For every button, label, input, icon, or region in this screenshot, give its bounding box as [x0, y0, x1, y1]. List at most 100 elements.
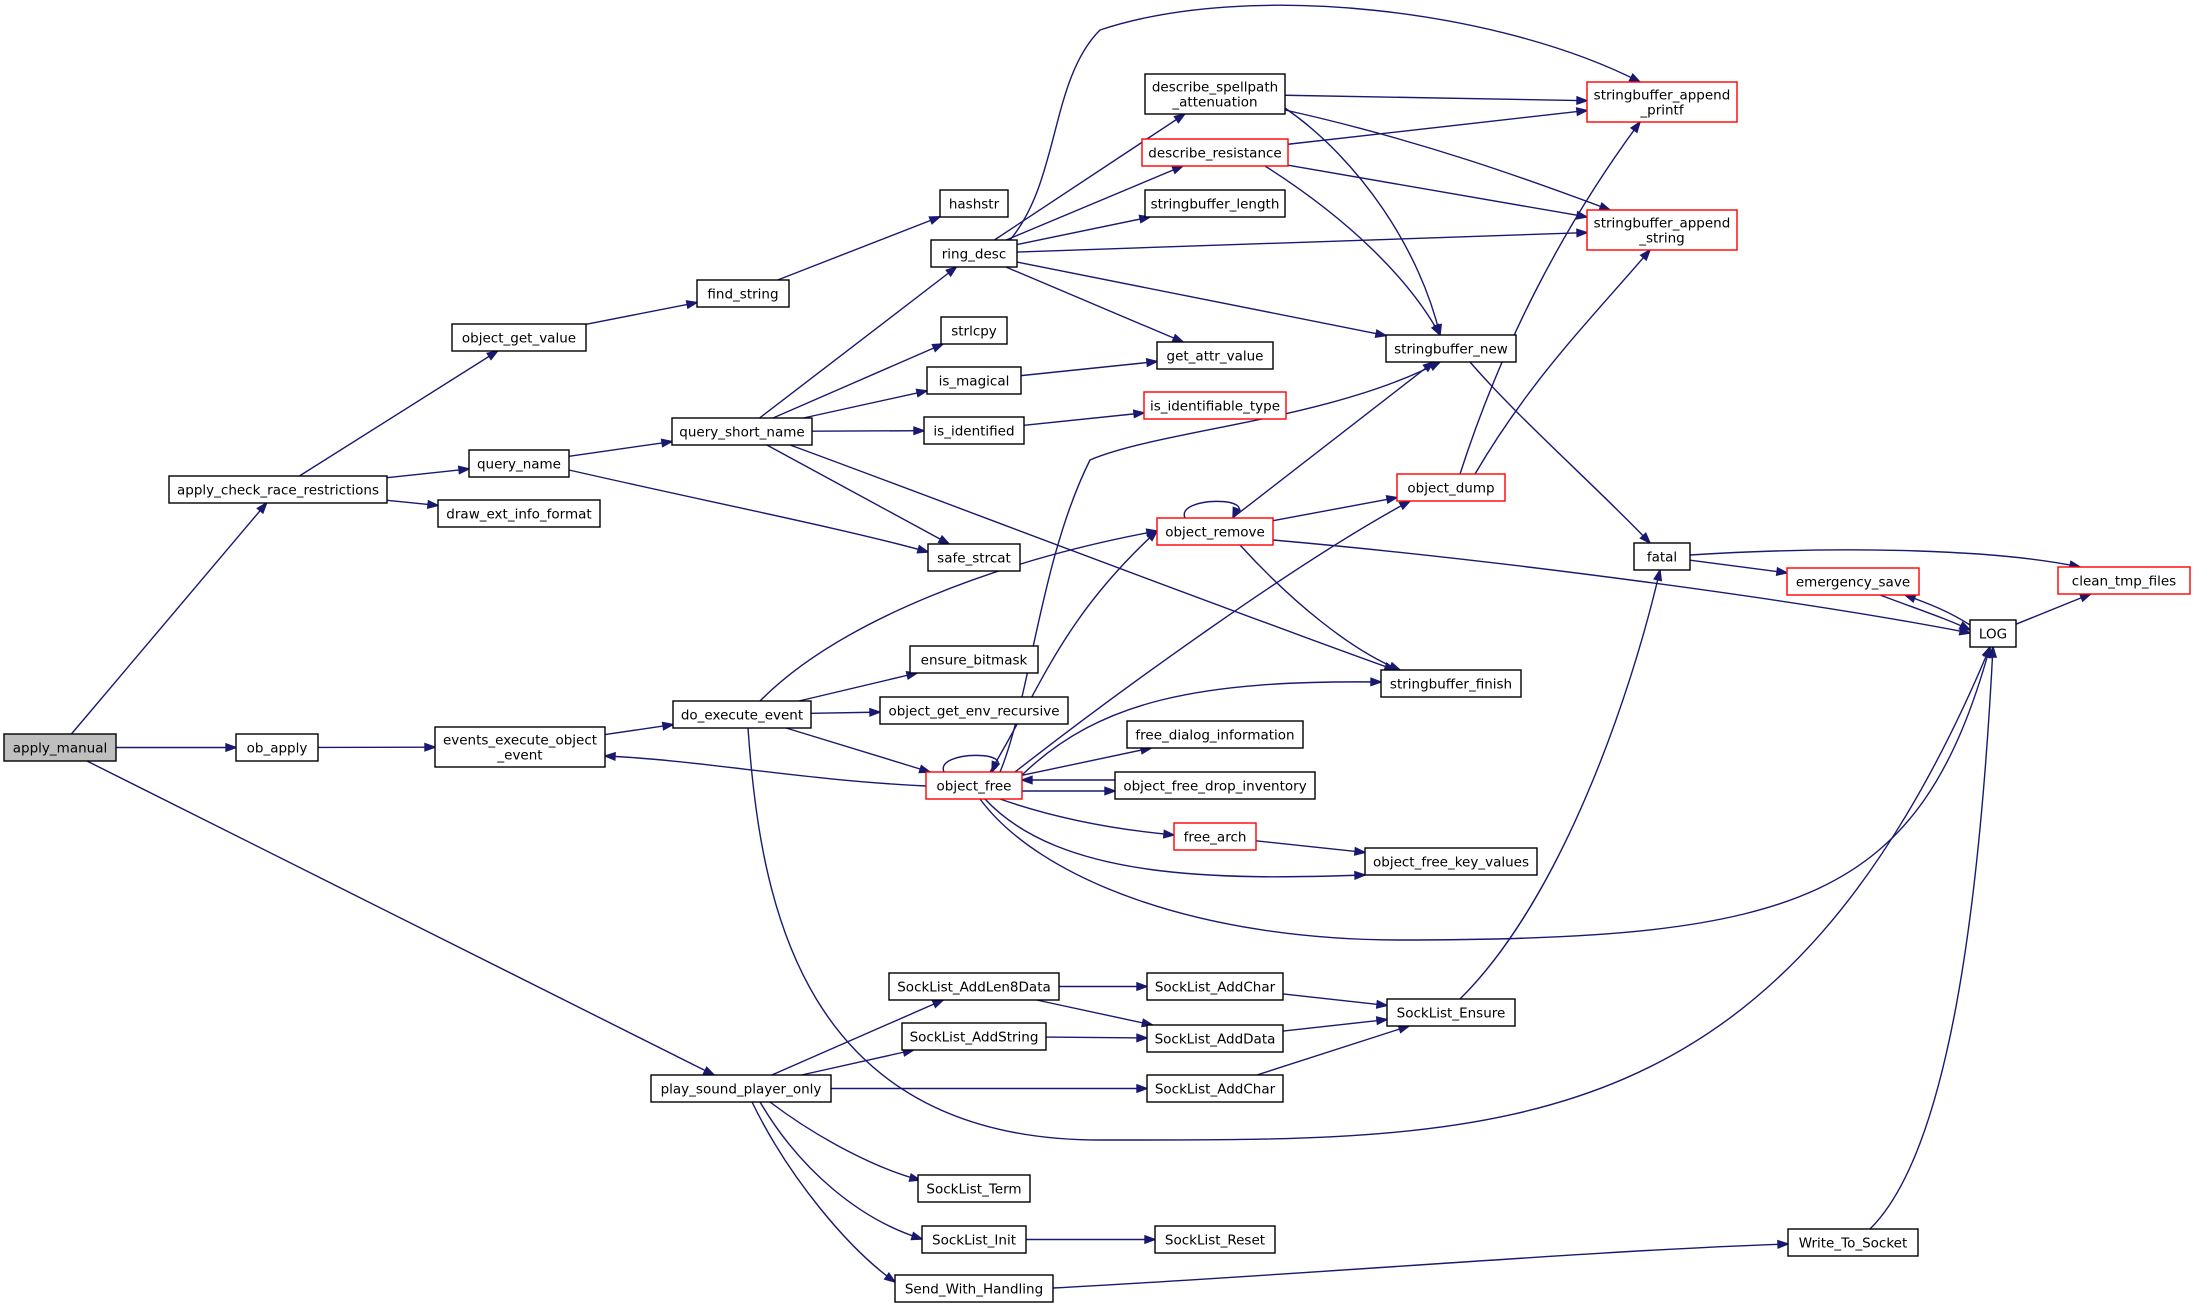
node-socklist-reset[interactable]: SockList_Reset — [1154, 1225, 1276, 1254]
edge-ring_desc-to-stringbuffer_length — [1016, 214, 1152, 246]
edge-line — [1284, 94, 1588, 102]
node-label: hashstr — [949, 197, 1000, 213]
node-label: ensure_bitmask — [921, 653, 1028, 669]
edge-line — [772, 343, 944, 419]
node-write-to-socket[interactable]: Write_To_Socket — [1787, 1228, 1919, 1257]
node-label: stringbuffer_finish — [1390, 677, 1512, 693]
node-label: _event — [496, 748, 542, 764]
node-box — [696, 279, 790, 308]
node-stringbuffer-append-string[interactable]: stringbuffer_append_string — [1586, 209, 1738, 251]
edge-line — [1016, 216, 1151, 246]
node-stringbuffer-append-printf[interactable]: stringbuffer_append_printf — [1586, 81, 1738, 123]
node-label: object_get_value — [462, 331, 576, 347]
node-safe-strcat[interactable]: safe_strcat — [927, 543, 1021, 572]
node-describe-spellpath-attenuation[interactable]: describe_spellpath_attenuation — [1144, 73, 1286, 115]
node-socklist-addlen8data[interactable]: SockList_AddLen8Data — [888, 972, 1060, 1001]
node-hashstr[interactable]: hashstr — [939, 189, 1009, 218]
edges-layer — [70, 4, 2093, 1289]
node-label: Send_With_Handling — [905, 1282, 1043, 1298]
node-is-magical[interactable]: is_magical — [926, 366, 1022, 395]
node-label: get_attr_value — [1167, 349, 1264, 365]
node-stringbuffer-finish[interactable]: stringbuffer_finish — [1380, 669, 1522, 698]
edge-line — [1016, 231, 1588, 253]
node-object-dump[interactable]: object_dump — [1396, 473, 1506, 502]
edge-line — [1021, 747, 1152, 777]
node-object-get-value[interactable]: object_get_value — [451, 323, 587, 352]
edge-events_execute_object_event-to-do_execute_event — [604, 721, 676, 736]
node-free-arch[interactable]: free_arch — [1173, 822, 1257, 851]
node-object-remove[interactable]: object_remove — [1156, 517, 1274, 546]
node-describe-resistance[interactable]: describe_resistance — [1141, 138, 1289, 167]
node-events-execute-object-event[interactable]: events_execute_object_event — [434, 726, 606, 768]
edge-object_free-to-stringbuffer_finish — [1021, 677, 1384, 776]
node-ensure-bitmask[interactable]: ensure_bitmask — [909, 645, 1039, 674]
edge-object_free_drop_inventory-to-object_free — [1019, 775, 1115, 785]
edge-ring_desc-to-get_attr_value — [1005, 266, 1186, 343]
node-apply-manual[interactable]: apply_manual — [3, 733, 117, 762]
node-socklist-term[interactable]: SockList_Term — [917, 1174, 1031, 1203]
edge-line — [1282, 993, 1388, 1007]
edge-arrowhead — [486, 349, 500, 361]
node-socklist-adddata[interactable]: SockList_AddData — [1146, 1024, 1284, 1053]
node-label: SockList_Reset — [1165, 1233, 1265, 1249]
node-socklist-addstring[interactable]: SockList_AddString — [901, 1022, 1047, 1051]
edge-do_execute_event-to-object_free — [785, 727, 932, 774]
edge-line — [984, 798, 1366, 878]
node-object-free[interactable]: object_free — [925, 771, 1023, 800]
edge-line — [1020, 360, 1158, 377]
node-do-execute-event[interactable]: do_execute_event — [672, 700, 812, 729]
edge-line — [1009, 4, 1641, 241]
node-label: SockList_AddChar — [1155, 980, 1276, 996]
node-socklist-ensure[interactable]: SockList_Ensure — [1386, 998, 1516, 1027]
node-find-string[interactable]: find_string — [696, 279, 790, 308]
edge-object_remove-to-object_dump — [1272, 495, 1400, 522]
node-apply-check-race-restrictions[interactable]: apply_check_race_restrictions — [168, 475, 388, 504]
node-label: strlcpy — [951, 324, 997, 340]
node-emergency-save[interactable]: emergency_save — [1786, 567, 1920, 596]
node-object-free-drop-inventory[interactable]: object_free_drop_inventory — [1114, 771, 1316, 800]
node-object-free-key-values[interactable]: object_free_key_values — [1364, 847, 1538, 876]
edge-arrowhead — [918, 764, 932, 774]
node-socklist-addchar-b[interactable]: SockList_AddChar — [1146, 1074, 1284, 1103]
node-label: describe_spellpath — [1152, 80, 1278, 96]
edge-arrowhead — [1639, 248, 1652, 262]
node-stringbuffer-length[interactable]: stringbuffer_length — [1144, 189, 1286, 218]
edge-arrowhead — [1422, 360, 1436, 373]
node-box — [1146, 1024, 1284, 1053]
node-stringbuffer-new[interactable]: stringbuffer_new — [1385, 334, 1517, 363]
node-clean-tmp-files[interactable]: clean_tmp_files — [2057, 566, 2191, 595]
edge-SockList_AddData-to-SockList_Ensure — [1282, 1016, 1390, 1032]
edge-query_name-to-query_short_name — [568, 438, 675, 458]
node-ring-desc[interactable]: ring_desc — [930, 239, 1018, 268]
node-send-with-handling[interactable]: Send_With_Handling — [894, 1274, 1054, 1303]
edge-line — [789, 444, 1396, 671]
node-label: query_short_name — [679, 425, 804, 441]
edge-arrowhead — [869, 707, 883, 717]
node-box — [927, 543, 1021, 572]
node-socklist-addchar-a[interactable]: SockList_AddChar — [1146, 972, 1284, 1001]
node-log[interactable]: LOG — [1969, 619, 2017, 648]
edge-object_free-to-object_remove — [989, 529, 1159, 773]
edge-line — [1282, 1018, 1388, 1032]
edge-object_free-to-object_free_key_values — [984, 798, 1368, 880]
node-is-identified[interactable]: is_identified — [923, 416, 1025, 445]
edge-query_short_name-to-strlcpy — [772, 343, 945, 419]
node-query-short-name[interactable]: query_short_name — [671, 417, 813, 446]
node-label: _printf — [1639, 103, 1684, 119]
node-query-name[interactable]: query_name — [468, 449, 570, 478]
edge-arrowhead — [931, 999, 946, 1009]
edge-apply_manual-to-ob_apply — [116, 742, 239, 753]
edge-line — [568, 440, 673, 458]
edge-play_sound_player_only-to-Send_With_Handling — [751, 1101, 897, 1284]
node-socklist-init[interactable]: SockList_Init — [921, 1225, 1027, 1254]
edge-arrowhead — [910, 1231, 924, 1241]
node-get-attr-value[interactable]: get_attr_value — [1156, 341, 1274, 370]
node-is-identifiable-type[interactable]: is_identifiable_type — [1143, 391, 1287, 420]
node-fatal[interactable]: fatal — [1633, 542, 1691, 571]
node-object-get-env-recursive[interactable]: object_get_env_recursive — [879, 696, 1069, 725]
node-ob-apply[interactable]: ob_apply — [235, 733, 319, 762]
node-strlcpy[interactable]: strlcpy — [940, 316, 1008, 345]
node-free-dialog-information[interactable]: free_dialog_information — [1126, 720, 1304, 749]
node-draw-ext-info-format[interactable]: draw_ext_info_format — [437, 499, 601, 528]
node-play-sound-player-only[interactable]: play_sound_player_only — [650, 1074, 832, 1103]
